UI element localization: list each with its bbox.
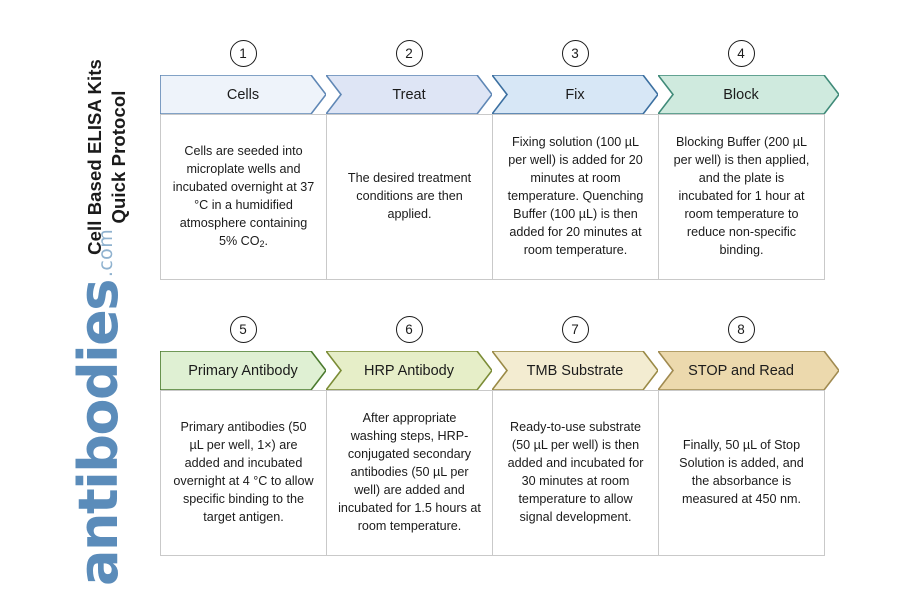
- step-label-8: STOP and Read: [688, 362, 794, 379]
- page-title-line-1: Cell Based ELISA Kits: [83, 59, 105, 255]
- step-chevron-shape-2: [326, 75, 492, 114]
- step-number-badge-6: 6: [395, 316, 423, 343]
- step-chevron-3[interactable]: Fix: [492, 75, 658, 114]
- step-description-text-6: After appropriate washing steps, HRP-con…: [338, 411, 481, 533]
- step-number-badge-1: 1: [229, 40, 257, 67]
- step-chevron-7[interactable]: TMB Substrate: [492, 351, 658, 390]
- step-chevron-shape-5: [160, 351, 326, 390]
- step-chevron-8[interactable]: STOP and Read: [658, 351, 839, 390]
- step-chevron-shape-1: [160, 75, 326, 114]
- step-panels-row-1: Cells are seeded into microplate wells a…: [160, 114, 842, 280]
- page-title: Cell Based ELISA Kits Quick Protocol: [62, 22, 152, 292]
- step-label-5: Primary Antibody: [188, 362, 298, 379]
- step-description-panel-4: Blocking Buffer (200 µL per well) is the…: [658, 114, 825, 280]
- step-label-6: HRP Antibody: [363, 362, 454, 379]
- step-description-text-8: Finally, 50 µL of Stop Solution is added…: [679, 438, 804, 506]
- step-description-text-5: Primary antibodies (50 µL per well, 1×) …: [173, 420, 314, 524]
- step-number-badge-8: 8: [727, 316, 755, 343]
- step-description-text-4: Blocking Buffer (200 µL per well) is the…: [673, 135, 810, 257]
- logo-tld: .com: [95, 228, 117, 278]
- step-chevron-6[interactable]: HRP Antibody: [326, 351, 492, 390]
- step-description-text-2: The desired treatment conditions are the…: [347, 171, 472, 221]
- step-description-subscript-1: 2: [259, 238, 265, 249]
- antibodies-logo: antibodies .com: [34, 229, 130, 586]
- step-label-1: Cells: [226, 86, 260, 103]
- step-chevron-shape-6: [326, 351, 492, 390]
- step-description-text-7: Ready-to-use substrate (50 µL per well) …: [507, 420, 644, 524]
- step-number-badge-7: 7: [561, 316, 589, 343]
- step-badges-row-1: 1 2 3 4: [160, 34, 842, 75]
- step-chevron-shape-3: [492, 75, 658, 114]
- step-chevrons-row-2: Primary Antibody HRP Antibody TMB Substrat…: [160, 351, 842, 390]
- page-title-line-2: Quick Protocol: [108, 90, 129, 224]
- step-description-panel-5: Primary antibodies (50 µL per well, 1×) …: [160, 390, 327, 556]
- step-label-3: Fix: [565, 86, 585, 103]
- step-label-7: TMB Substrate: [526, 362, 624, 379]
- step-badges-row-2: 5 6 7 8: [160, 310, 842, 351]
- step-description-panel-6: After appropriate washing steps, HRP-con…: [326, 390, 493, 556]
- step-panels-row-2: Primary antibodies (50 µL per well, 1×) …: [160, 390, 842, 556]
- step-chevron-shape-7: [492, 351, 658, 390]
- step-number-badge-4: 4: [727, 40, 755, 67]
- step-description-panel-8: Finally, 50 µL of Stop Solution is added…: [658, 390, 825, 556]
- step-label-4: Block: [723, 86, 759, 103]
- step-chevron-shape-8: [658, 351, 839, 390]
- step-label-2: Treat: [392, 86, 426, 103]
- step-description-panel-3: Fixing solution (100 µL per well) is add…: [492, 114, 659, 280]
- step-chevron-2[interactable]: Treat: [326, 75, 492, 114]
- step-description-text-1: Cells are seeded into microplate wells a…: [172, 144, 315, 249]
- step-description-panel-2: The desired treatment conditions are the…: [326, 114, 493, 280]
- step-chevron-4[interactable]: Block: [658, 75, 839, 114]
- logo-wordmark: antibodies: [67, 280, 131, 586]
- step-number-badge-5: 5: [229, 316, 257, 343]
- step-description-text-3: Fixing solution (100 µL per well) is add…: [507, 135, 644, 257]
- step-number-badge-2: 2: [395, 40, 423, 67]
- step-description-panel-1: Cells are seeded into microplate wells a…: [160, 114, 327, 280]
- step-chevron-5[interactable]: Primary Antibody: [160, 351, 326, 390]
- step-chevron-1[interactable]: Cells: [160, 75, 326, 114]
- step-chevron-shape-4: [658, 75, 839, 114]
- step-chevrons-row-1: Cells Treat Fix Block: [160, 75, 842, 114]
- step-description-panel-7: Ready-to-use substrate (50 µL per well) …: [492, 390, 659, 556]
- step-number-badge-3: 3: [561, 40, 589, 67]
- protocol-row-2: 5 6 7 8 Primary Antibody HRP Antibody TMB Sub…: [160, 310, 842, 556]
- protocol-row-1: 1 2 3 4 Cells Treat Fix Block Cells are seeded…: [160, 34, 842, 280]
